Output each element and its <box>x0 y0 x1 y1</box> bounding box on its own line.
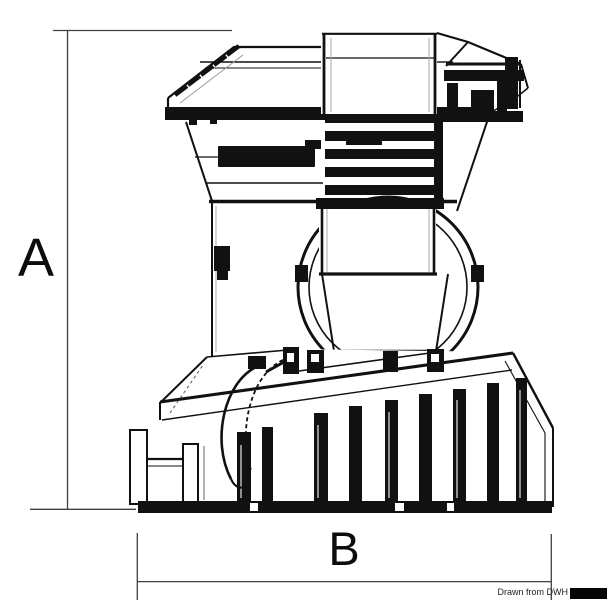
dimension-a <box>30 29 232 510</box>
discharge-pipe <box>321 32 437 114</box>
redaction-bar <box>570 588 607 599</box>
pump-column <box>319 204 437 276</box>
base-foot-bar <box>138 501 552 513</box>
drain-wire-loop <box>220 356 284 489</box>
mounting-clips <box>283 347 444 374</box>
latch-bracket <box>437 41 529 122</box>
clamp-ring-tab-right <box>471 265 484 282</box>
credit-text: Drawn from DWH <box>497 587 568 597</box>
strainer-slots <box>129 378 527 505</box>
side-clip <box>214 246 230 280</box>
clamp-ring-tab-left <box>295 265 308 282</box>
dimension-b <box>136 533 552 600</box>
strainer-base <box>129 347 555 513</box>
dimension-b-label: B <box>328 522 359 575</box>
cap-rib-hatches <box>173 44 241 97</box>
hose-ribs <box>316 111 444 209</box>
dimension-a-label: A <box>18 228 54 288</box>
